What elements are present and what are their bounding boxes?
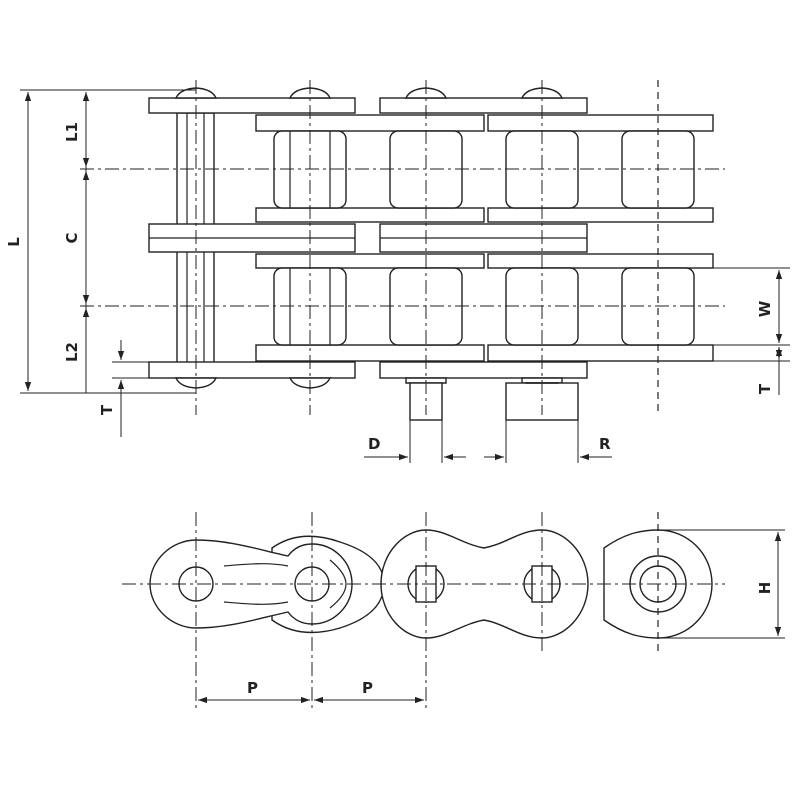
dim-D-R: D R bbox=[364, 435, 612, 461]
dim-H: H bbox=[662, 529, 785, 639]
side-view: H P P bbox=[122, 512, 785, 710]
label-D: D bbox=[368, 435, 380, 453]
dim-P: P P bbox=[198, 679, 424, 704]
label-L1: L1 bbox=[63, 122, 81, 142]
label-H: H bbox=[756, 582, 774, 595]
outer-plates bbox=[148, 97, 588, 379]
dim-L: L bbox=[5, 92, 32, 391]
label-C: C bbox=[63, 232, 81, 243]
label-P-2: P bbox=[362, 679, 373, 697]
dim-L1-C-L2: L1 C L2 bbox=[63, 92, 90, 393]
top-view: L L1 C L2 T W T bbox=[5, 80, 790, 463]
label-P-1: P bbox=[247, 679, 258, 697]
label-T-right: T bbox=[756, 383, 774, 394]
label-T-left: T bbox=[98, 404, 116, 415]
label-R: R bbox=[599, 435, 611, 453]
extension-lines bbox=[20, 89, 790, 463]
strand-centerlines bbox=[80, 168, 725, 307]
dim-T-left: T bbox=[98, 340, 125, 437]
dim-W-T-right: W T bbox=[756, 270, 783, 395]
label-L: L bbox=[5, 237, 23, 247]
side-centerlines bbox=[122, 512, 725, 710]
label-L2: L2 bbox=[63, 342, 81, 362]
inner-plates bbox=[255, 114, 714, 362]
label-W: W bbox=[756, 300, 774, 317]
pin-centerlines bbox=[195, 80, 659, 415]
